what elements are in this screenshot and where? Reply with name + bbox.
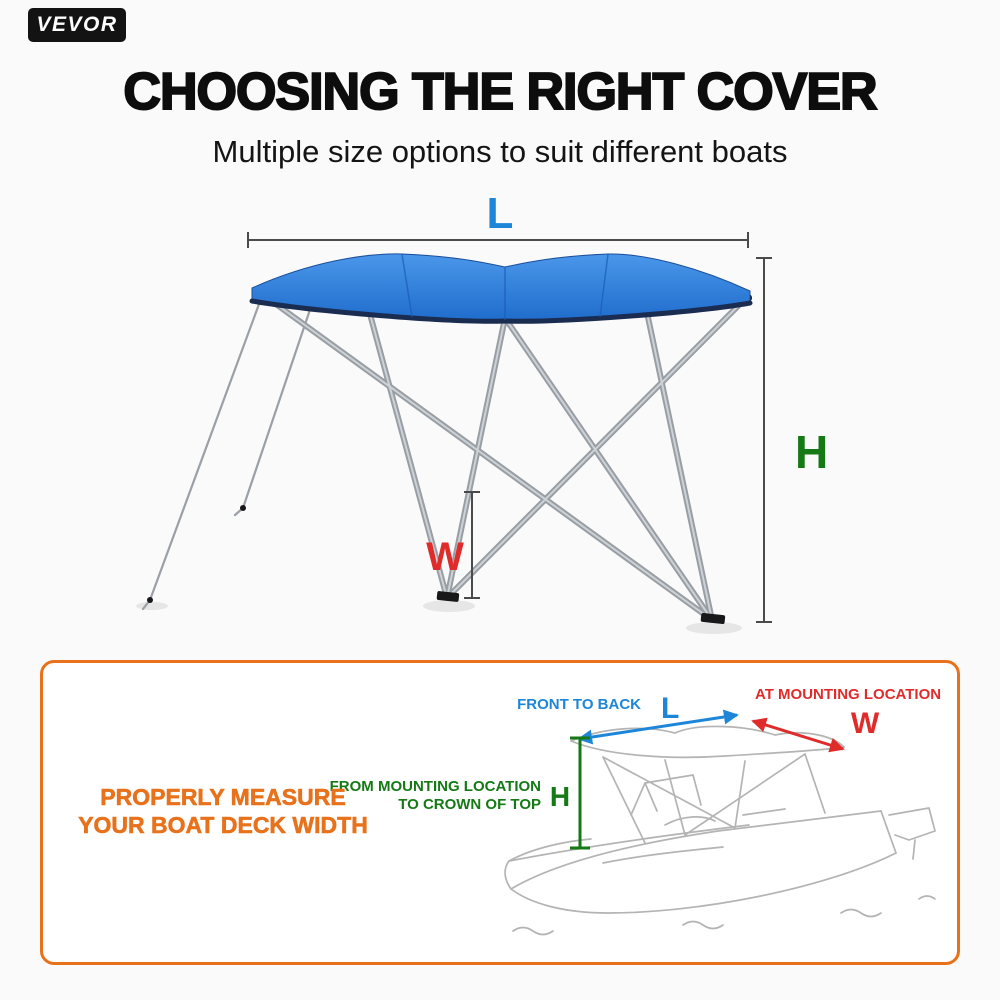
ground-shadows — [136, 600, 742, 634]
boat-measurement-sketch: FRONT TO BACK L AT MOUNTING LOCATION W F… — [330, 686, 941, 936]
dimension-height: H — [756, 257, 828, 623]
height-label: H — [795, 426, 828, 478]
panel-height-label: H — [550, 781, 570, 812]
page-subtitle: Multiple size options to suit different … — [212, 134, 788, 169]
from-mounting-label-line1: FROM MOUNTING LOCATION — [330, 778, 541, 795]
crown-height-annotation: FROM MOUNTING LOCATION TO CROWN OF TOP H — [330, 736, 590, 850]
canopy-seams — [401, 253, 609, 320]
mounting-width-annotation: AT MOUNTING LOCATION W — [751, 686, 941, 753]
panel-headline-line1: PROPERLY MEASURE — [100, 784, 346, 811]
boat-sketch — [504, 725, 936, 936]
front-to-back-label: FRONT TO BACK — [517, 696, 641, 713]
dimension-length: L — [247, 190, 749, 248]
width-label: W — [426, 535, 464, 579]
canopy-trim — [249, 298, 753, 324]
dimension-width: W — [426, 491, 480, 599]
panel-headline: PROPERLY MEASURE YOUR BOAT DECK WIDTH — [67, 783, 379, 839]
measuring-guide-panel: PROPERLY MEASURE YOUR BOAT DECK WIDTH — [40, 660, 960, 965]
front-to-back-annotation: FRONT TO BACK L — [517, 692, 739, 745]
length-label: L — [487, 190, 514, 238]
frame-pole-highlights — [261, 269, 749, 621]
vevor-logo-text: VEVOR — [36, 13, 118, 36]
panel-width-label: W — [851, 707, 880, 740]
bimini-measurement-diagram: L H W — [136, 190, 828, 634]
support-straps — [141, 284, 320, 611]
page-title: CHOOSING THE RIGHT COVER — [122, 62, 878, 122]
panel-headline-line2: YOUR BOAT DECK WIDTH — [78, 812, 368, 839]
vevor-logo: VEVOR — [28, 8, 126, 42]
at-mounting-label: AT MOUNTING LOCATION — [755, 686, 941, 703]
bimini-canopy — [249, 253, 753, 324]
from-mounting-label-line2: TO CROWN OF TOP — [398, 796, 541, 813]
panel-length-label: L — [661, 692, 679, 725]
